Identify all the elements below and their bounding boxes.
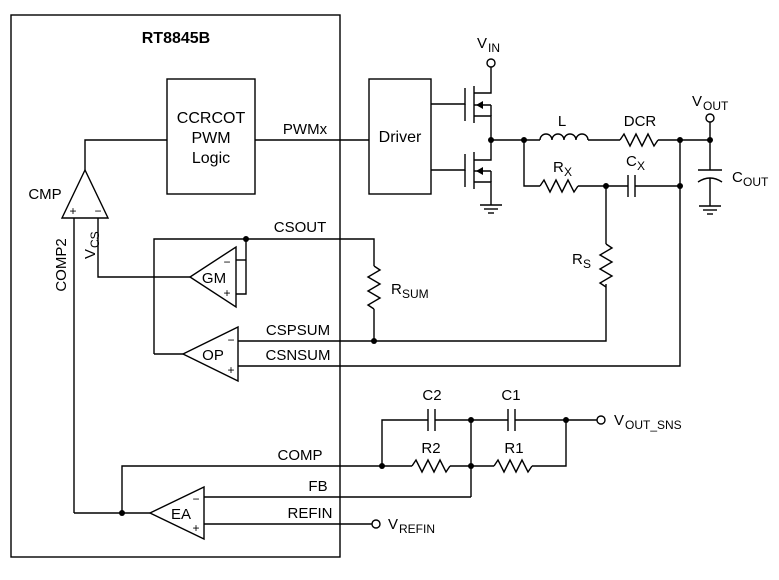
ea-minus-sign: −	[192, 492, 199, 506]
comp-junction	[379, 463, 385, 469]
cspsum-junction	[371, 338, 377, 344]
csout-wire	[153, 238, 375, 354]
pwm-logic-line-1: CCRCOT	[177, 110, 246, 127]
cspsum-label: CSPSUM	[266, 322, 330, 339]
high-side-mosfet	[431, 85, 492, 140]
dcr-resistor	[619, 132, 659, 148]
comp-label: COMP	[278, 447, 323, 464]
gm-amplifier	[188, 245, 237, 309]
comp2-label: COMP2	[53, 238, 70, 291]
r1-right-wire	[532, 420, 567, 467]
cout-label-sub: OUT	[743, 175, 769, 189]
pwmx-label: PWMx	[283, 121, 328, 138]
gm-minus-sign: −	[223, 255, 230, 269]
vout-label-main: V	[692, 93, 702, 110]
vrefin-label-main: V	[388, 516, 398, 533]
vout-junction-a	[677, 137, 683, 143]
rs-label-main: R	[572, 251, 583, 268]
cx-junction	[677, 183, 683, 189]
pwm-logic-line-2: PWM	[191, 130, 230, 147]
c1-label: C1	[501, 387, 520, 404]
rs-resistor	[598, 243, 614, 288]
csout-junction	[243, 236, 249, 242]
rs-label-sub: S	[583, 257, 591, 271]
vcs-label: V CS	[82, 231, 102, 259]
fb-label: FB	[308, 478, 327, 495]
vout-terminal	[705, 113, 715, 123]
csout-label: CSOUT	[274, 219, 327, 236]
cmp-plus-sign: +	[69, 204, 76, 218]
pwm-logic-block	[166, 78, 256, 195]
vout-label-sub: OUT	[703, 99, 729, 113]
vout-sns-label-sub: OUT_SNS	[625, 418, 682, 432]
vin-label-main: V	[477, 35, 487, 52]
cmp-minus-sign: −	[94, 204, 101, 218]
dcr-label: DCR	[624, 113, 657, 130]
vcs-label-sub: CS	[88, 231, 102, 248]
pwm-logic-line-3: Logic	[192, 150, 230, 167]
low-side-mosfet	[431, 140, 492, 205]
cout-label-main: C	[732, 169, 743, 186]
gm-plus-sign: +	[223, 286, 230, 300]
c2-label: C2	[422, 387, 441, 404]
c2-left-wire	[381, 419, 428, 466]
op-label: OP	[202, 347, 224, 364]
rsum-label-main: R	[391, 281, 402, 298]
vout-sns-terminal	[596, 415, 606, 425]
r1-label: R1	[504, 440, 523, 457]
vout-sns-label-main: V	[614, 412, 624, 429]
cmp-output-wire	[84, 139, 167, 170]
cx-label-main: C	[626, 153, 637, 170]
ea-plus-sign: +	[192, 521, 199, 535]
gm-label: GM	[202, 270, 226, 287]
rsum-resistor	[366, 265, 382, 310]
rx-left-wire	[523, 140, 540, 187]
chip-name: RT8845B	[142, 30, 210, 47]
driver-label: Driver	[379, 129, 422, 146]
comp-wire	[121, 465, 382, 513]
inductor	[539, 133, 589, 141]
op-amplifier	[181, 325, 239, 383]
rx-resistor	[539, 178, 579, 194]
ea-amplifier	[148, 485, 205, 541]
r2-resistor	[411, 458, 451, 474]
r1-resistor	[493, 458, 533, 474]
op-minus-sign: −	[227, 333, 234, 347]
op-plus-sign: +	[227, 363, 234, 377]
refin-label: REFIN	[288, 505, 333, 522]
vin-terminal	[486, 58, 496, 68]
rx-label-main: R	[553, 159, 564, 176]
ic-boundary	[10, 14, 341, 558]
cout-ground-icon	[699, 205, 721, 215]
ea-label: EA	[171, 506, 191, 523]
inductor-label: L	[558, 113, 566, 130]
rsum-label-sub: SUM	[402, 287, 429, 301]
csnsum-wire	[238, 140, 681, 367]
cmp-label: CMP	[28, 186, 61, 203]
low-side-ground-icon	[480, 204, 502, 214]
csnsum-label: CSNSUM	[265, 347, 330, 364]
vrefin-label-sub: REFIN	[399, 522, 435, 536]
cmp-comparator	[60, 168, 110, 219]
vrefin-terminal	[371, 519, 381, 529]
vin-label-sub: IN	[488, 41, 500, 55]
vcs-wire	[97, 218, 190, 278]
gm-input-wire	[236, 239, 247, 295]
rx-label-sub: X	[564, 165, 572, 179]
r2-label: R2	[421, 440, 440, 457]
cspsum-wire	[238, 284, 607, 342]
cx-label-sub: X	[637, 159, 645, 173]
vcs-label-main: V	[82, 249, 99, 259]
driver-block	[368, 78, 432, 195]
